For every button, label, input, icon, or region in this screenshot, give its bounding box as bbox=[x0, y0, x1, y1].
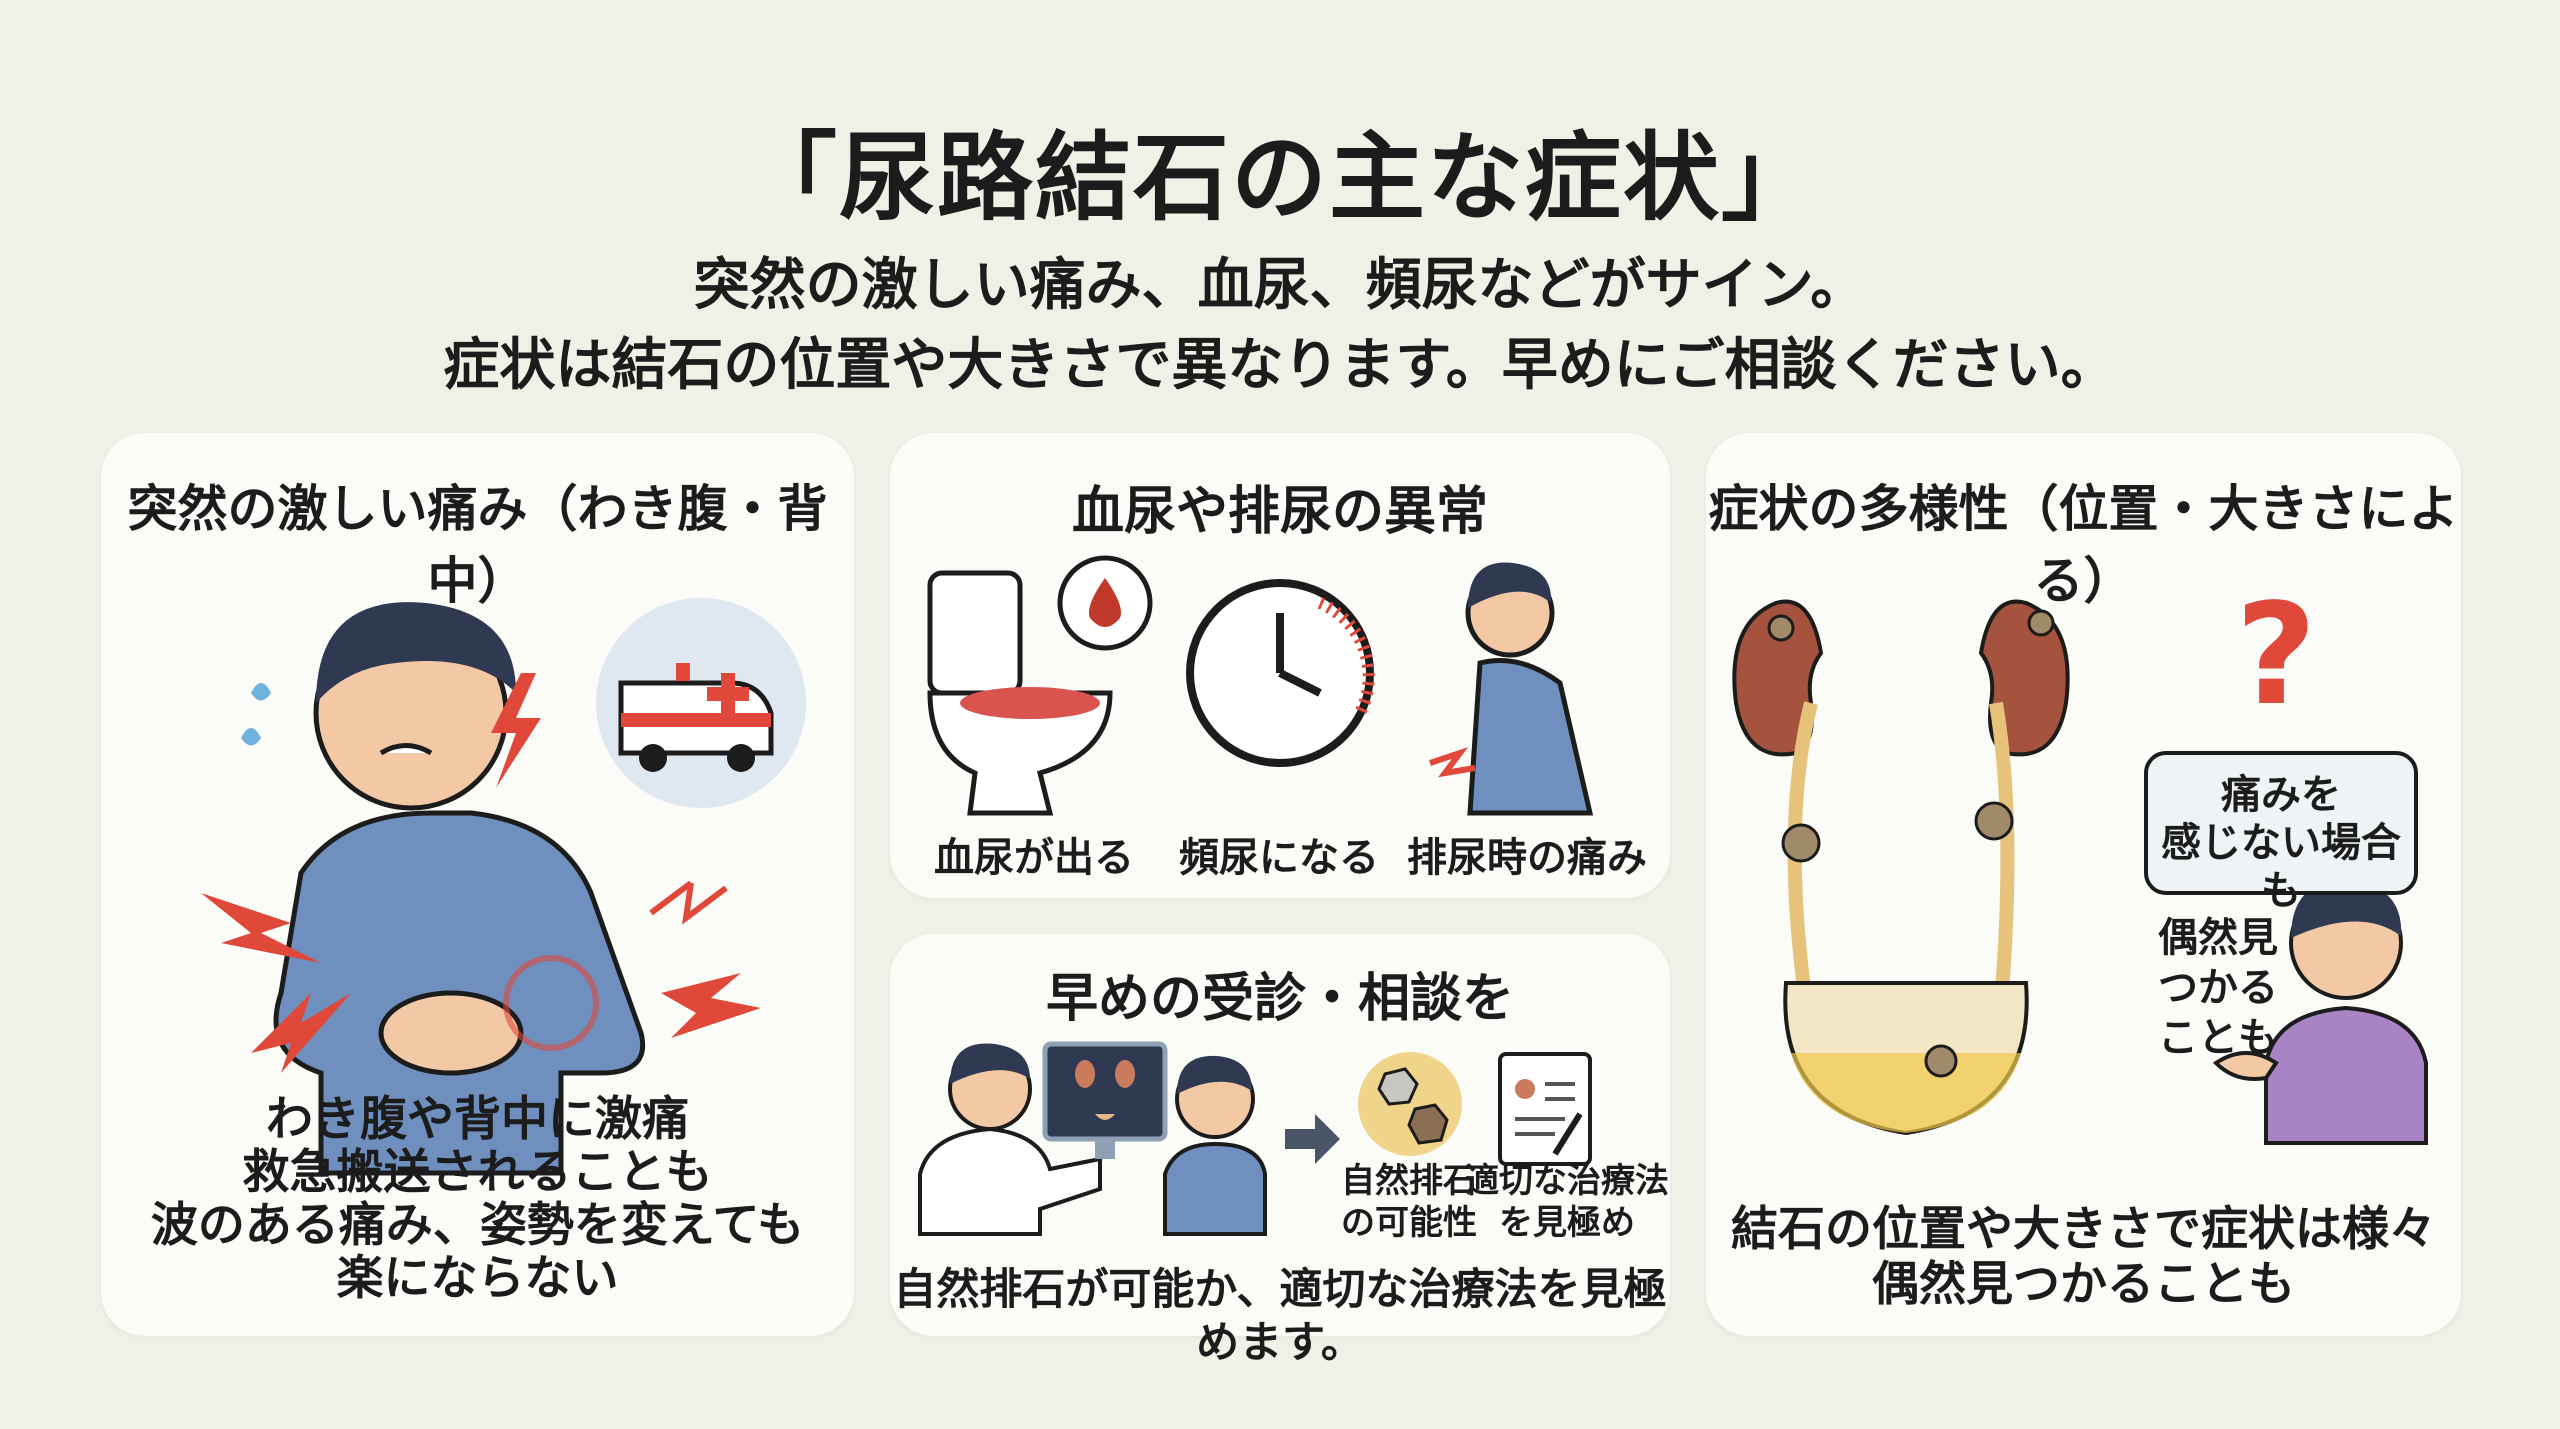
hand bbox=[378, 990, 524, 1076]
panel-symptom-variety: 症状の多様性（位置・大きさによる） ? 痛みを 感じない場合も 偶然見 つかる … bbox=[1706, 433, 2461, 1336]
page-title: 「尿路結石の主な症状」 bbox=[741, 122, 1819, 234]
pain-description-line-2: 救急搬送されることも bbox=[242, 1145, 713, 1200]
side-note-line-3: ことも bbox=[2158, 1015, 2278, 1061]
side-note: 偶然見 つかる ことも bbox=[2158, 913, 2278, 1063]
arrow-right-icon bbox=[1285, 1114, 1340, 1164]
lightning-icon bbox=[201, 673, 761, 1073]
bubble-line-2: 感じない場合も bbox=[2161, 820, 2401, 914]
label-painful-urination: 排尿時の痛み bbox=[1407, 835, 1647, 881]
panel-heading: 血尿や排尿の異常 bbox=[1071, 482, 1488, 542]
consult-footer: 自然排石が可能か、適切な治療法を見極めます。 bbox=[893, 1265, 1667, 1368]
pain-description-line-4: 楽にならない bbox=[336, 1251, 619, 1306]
urinary-tract-illustration: ? bbox=[1732, 574, 2428, 1145]
subtitle-line-1: 突然の激しい痛み、血尿、頻尿などがサイン。 bbox=[693, 253, 1867, 318]
pain-description-line-3: 波のある痛み、姿勢を変えても bbox=[150, 1198, 805, 1253]
toilet-icon bbox=[927, 570, 1113, 816]
panel-heading: 症状の多様性（位置・大きさによる） bbox=[1708, 480, 2459, 610]
label-hematuria: 血尿が出る bbox=[934, 835, 1134, 881]
speech-bubble: 痛みを 感じない場合も bbox=[2144, 751, 2418, 914]
person-speaking-icon bbox=[2212, 880, 2428, 1145]
panel-sudden-pain: 突然の激しい痛み（わき腹・背中） わき腹や背中に激痛 救急搬送されることも 波の… bbox=[101, 433, 854, 1336]
hair bbox=[316, 602, 516, 703]
pain-description-line-1: わき腹や背中に激痛 bbox=[266, 1092, 689, 1147]
panel-hematuria: 血尿や排尿の異常 血尿が出る 頻尿になる 排尿時の痛み bbox=[890, 433, 1670, 898]
label-frequent-urination: 頻尿になる bbox=[1179, 835, 1379, 881]
panel-heading: 突然の激しい痛み（わき腹・背中） bbox=[127, 480, 828, 610]
kidney-stones-icon bbox=[1358, 1052, 1462, 1156]
urine-illustrations bbox=[927, 555, 1594, 816]
label-natural-passage-line-2: の可能性 bbox=[1341, 1203, 1477, 1243]
bubble-line-1: 痛みを bbox=[2221, 772, 2341, 818]
pain-spot-icon bbox=[503, 955, 599, 1051]
variety-description-line-2: 偶然見つかることも bbox=[1872, 1257, 2295, 1312]
question-mark-icon: ? bbox=[2235, 574, 2316, 737]
clock-icon bbox=[1186, 579, 1375, 767]
consultation-illustration bbox=[918, 1041, 1592, 1236]
pain-person-illustration bbox=[201, 598, 806, 1176]
ambulance-icon bbox=[596, 598, 806, 808]
blood-drop-bubble-icon bbox=[1057, 555, 1153, 651]
panel-early-consultation: 早めの受診・相談を 自然排石 の bbox=[890, 934, 1670, 1368]
label-treatment-line-2: を見極め bbox=[1499, 1203, 1635, 1243]
ureter bbox=[1787, 701, 2015, 1004]
side-note-line-1: 偶然見 bbox=[2158, 915, 2278, 961]
sweat-drops-icon bbox=[241, 683, 271, 746]
patient-icon bbox=[1163, 1055, 1267, 1236]
variety-description-line-1: 結石の位置や大きさで症状は様々 bbox=[1731, 1202, 2436, 1257]
doctor-icon bbox=[918, 1043, 1102, 1236]
label-natural-passage-line-1: 自然排石 bbox=[1341, 1161, 1477, 1201]
subtitle-line-2: 症状は結石の位置や大きさで異なります。早めにご相談ください。 bbox=[443, 333, 2117, 398]
clipboard-icon bbox=[1498, 1052, 1592, 1166]
monitor-kidney-icon bbox=[1042, 1041, 1168, 1159]
panel-heading: 早めの受診・相談を bbox=[1045, 969, 1514, 1029]
painful-urination-person-icon bbox=[1429, 562, 1594, 816]
side-note-line-2: つかる bbox=[2158, 965, 2278, 1011]
label-treatment-line-1: 適切な治療法 bbox=[1465, 1161, 1669, 1201]
stone-icon bbox=[1767, 609, 2055, 1078]
